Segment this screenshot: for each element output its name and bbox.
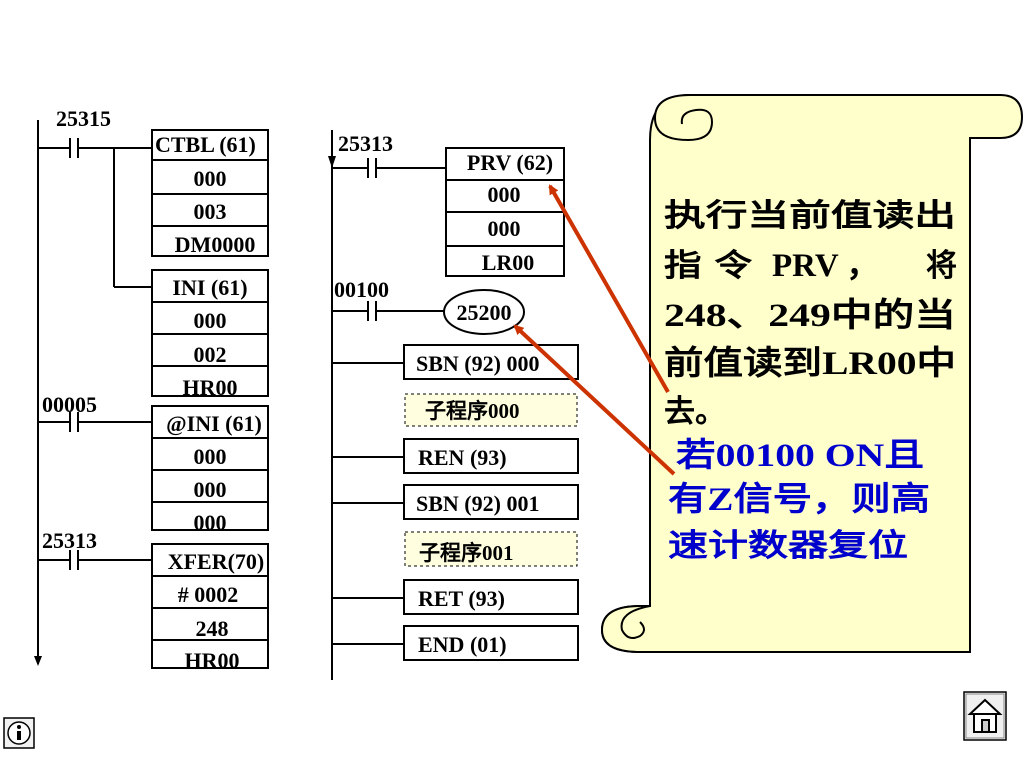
note-line-2a: 指 令 [664, 248, 753, 284]
xfer-block [151, 543, 269, 669]
prv-title: PRV (62) [467, 150, 553, 175]
contact-00100-label: 00100 [334, 277, 389, 302]
info-button[interactable] [3, 717, 35, 749]
sbn-001-label: SBN (92) 001 [416, 491, 539, 516]
at-ini-row-2: 000 [194, 477, 227, 502]
arrow-to-prv [548, 184, 670, 393]
xfer-row-1: # 0002 [178, 582, 239, 607]
sbn-001-box [403, 484, 579, 520]
note-line-2c: 将 [926, 248, 957, 284]
home-icon [967, 698, 1003, 733]
ini-row-3: HR00 [183, 375, 238, 400]
note-line-4: 前值读到LR00中 [664, 345, 956, 382]
contact-25313-right-label: 25313 [338, 131, 393, 156]
at-ini-row-3: 000 [194, 510, 227, 535]
contact-25313-left-label: 25313 [42, 528, 97, 553]
ini-row-2: 002 [194, 342, 227, 367]
prv-row-3: LR00 [482, 250, 535, 275]
scroll-note [600, 94, 1024, 653]
contact-00005-label: 00005 [42, 392, 97, 417]
end-label: END (01) [418, 632, 507, 657]
note-line-1: 执行当前值读出 [664, 198, 956, 234]
ini-title: INI (61) [172, 275, 247, 300]
ren-label: REN (93) [418, 445, 507, 470]
ret-label: RET (93) [418, 586, 505, 611]
note-blue-line-1: 若00100 ON且 [676, 437, 924, 474]
right-ladder [331, 130, 446, 680]
at-ini-block [151, 405, 269, 531]
ctbl-title: CTBL (61) [155, 132, 256, 157]
coil-25200 [443, 289, 525, 335]
prv-row-2: 000 [488, 216, 521, 241]
left-ladder [34, 120, 152, 666]
ctbl-row-1: 000 [194, 166, 227, 191]
note-blue-line-2: 有Z信号，则高 [668, 481, 930, 518]
at-ini-title: @INI (61) [166, 411, 262, 436]
ctbl-row-3: DM0000 [175, 232, 256, 257]
prv-row-1: 000 [488, 182, 521, 207]
subroutine-001-box [404, 531, 578, 567]
coil-25200-label: 25200 [457, 300, 512, 325]
subroutine-000-label: 子程序000 [425, 399, 520, 423]
xfer-row-2: 248 [196, 616, 229, 641]
subroutine-001-label: 子程序001 [419, 541, 514, 565]
sbn-000-label: SBN (92) 000 [416, 351, 539, 376]
xfer-title: XFER(70) [168, 549, 265, 574]
at-ini-row-1: 000 [194, 444, 227, 469]
ctbl-row-2: 003 [194, 199, 227, 224]
home-button[interactable] [963, 691, 1007, 741]
note-blue-line-3: 速计数器复位 [668, 528, 908, 564]
sbn-000-box [403, 344, 579, 380]
ctbl-block [151, 129, 269, 257]
ini-row-1: 000 [194, 308, 227, 333]
arrow-to-coil [513, 324, 676, 476]
note-line-5: 去。 [664, 394, 726, 430]
ini-block [151, 269, 269, 397]
ret-box [403, 579, 579, 615]
note-line-2b: PRV ， [772, 248, 879, 284]
xfer-row-3: HR00 [185, 648, 240, 673]
ren-box [403, 438, 579, 474]
end-box [403, 625, 579, 661]
contact-25315-label: 25315 [56, 106, 111, 131]
note-line-3: 248、249中的当 [664, 297, 956, 334]
subroutine-000-box [404, 393, 578, 427]
